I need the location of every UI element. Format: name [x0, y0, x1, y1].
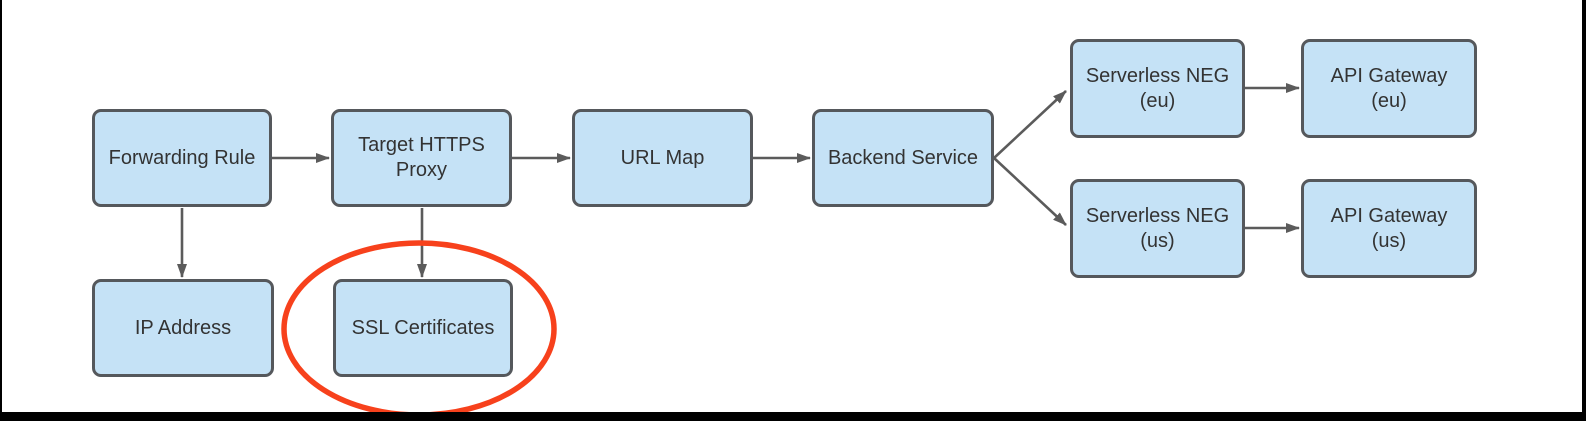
- frame-right-edge: [1582, 0, 1586, 421]
- frame-bottom-edge: [0, 412, 1586, 421]
- node-serverless-neg-us: Serverless NEG (us): [1070, 179, 1245, 278]
- node-serverless-neg-eu: Serverless NEG (eu): [1070, 39, 1245, 138]
- node-target-https-proxy: Target HTTPS Proxy: [331, 109, 512, 207]
- node-api-gateway-us: API Gateway (us): [1301, 179, 1477, 278]
- frame-left-edge: [0, 0, 2, 421]
- node-forwarding-rule: Forwarding Rule: [92, 109, 272, 207]
- node-ip-address: IP Address: [92, 279, 274, 377]
- node-api-gateway-eu: API Gateway (eu): [1301, 39, 1477, 138]
- node-url-map: URL Map: [572, 109, 753, 207]
- arrow-backend-service-to-serverless-neg-eu: [993, 90, 1067, 159]
- arrow-backend-service-to-serverless-neg-us: [993, 157, 1067, 226]
- node-ssl-certificates: SSL Certificates: [333, 279, 513, 377]
- node-backend-service: Backend Service: [812, 109, 994, 207]
